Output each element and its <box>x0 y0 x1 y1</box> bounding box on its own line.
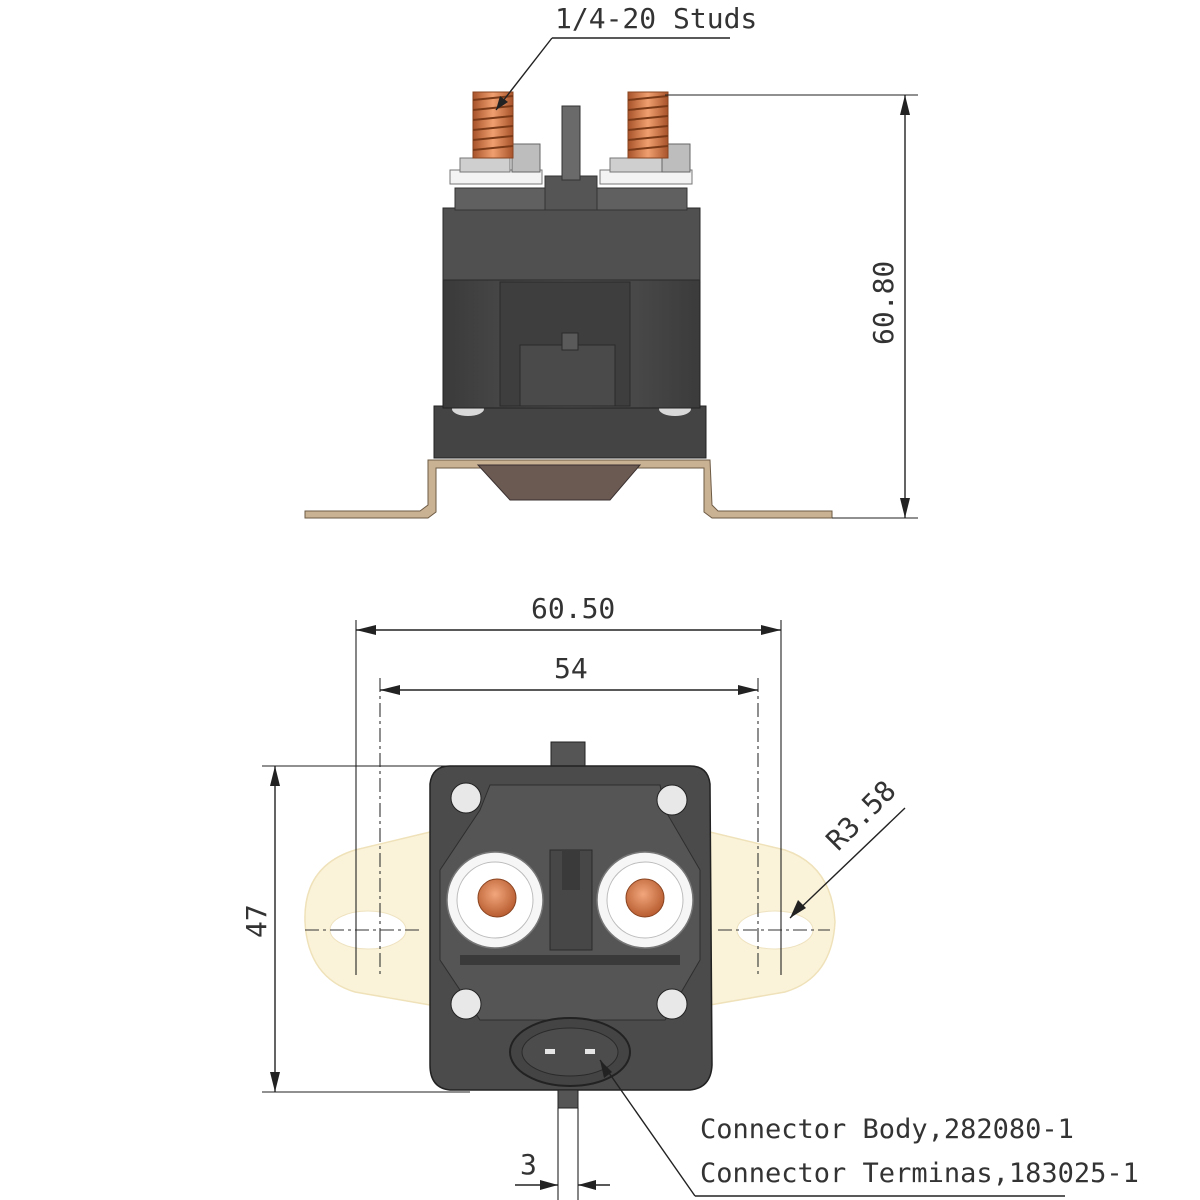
corner-hole-tr <box>656 784 688 816</box>
studs-leader <box>495 37 730 111</box>
terminal-width-label: 3 <box>520 1148 537 1181</box>
body-height-label: 47 <box>240 904 273 938</box>
corner-hole-bl <box>450 988 482 1020</box>
top-view: 60.50 54 47 R3.58 <box>240 592 1139 1200</box>
connector-body-label: Connector Body,282080-1 <box>700 1114 1074 1145</box>
terminal-right <box>596 851 694 949</box>
base-flange <box>433 405 707 459</box>
body-height-dimension <box>262 765 560 1093</box>
terminal-left <box>446 851 544 949</box>
connector-terminals-label: Connector Terminas,183025-1 <box>700 1158 1139 1189</box>
overall-width-dimension <box>356 625 781 635</box>
radius-label: R3.58 <box>820 774 903 857</box>
corner-hole-tl <box>450 782 482 814</box>
right-stud <box>599 91 693 185</box>
studs-label: 1/4-20 Studs <box>555 2 757 35</box>
overall-width-label: 60.50 <box>531 592 615 625</box>
connector-leader <box>599 1059 1065 1197</box>
terminal-width-dimension <box>515 1108 610 1200</box>
radius-leader <box>789 807 906 919</box>
centerlines <box>305 620 830 975</box>
hole-spacing-dimension <box>380 685 758 695</box>
connector-pin <box>557 1089 579 1109</box>
bottom-cap <box>476 464 642 501</box>
side-view: 1/4-20 Studs 60.80 <box>304 2 918 519</box>
height-dimension <box>665 94 918 519</box>
connector-socket <box>509 1017 631 1087</box>
left-stud <box>449 91 543 185</box>
hole-spacing-label: 54 <box>554 652 588 685</box>
height-label: 60.80 <box>867 261 900 345</box>
corner-hole-br <box>656 988 688 1020</box>
